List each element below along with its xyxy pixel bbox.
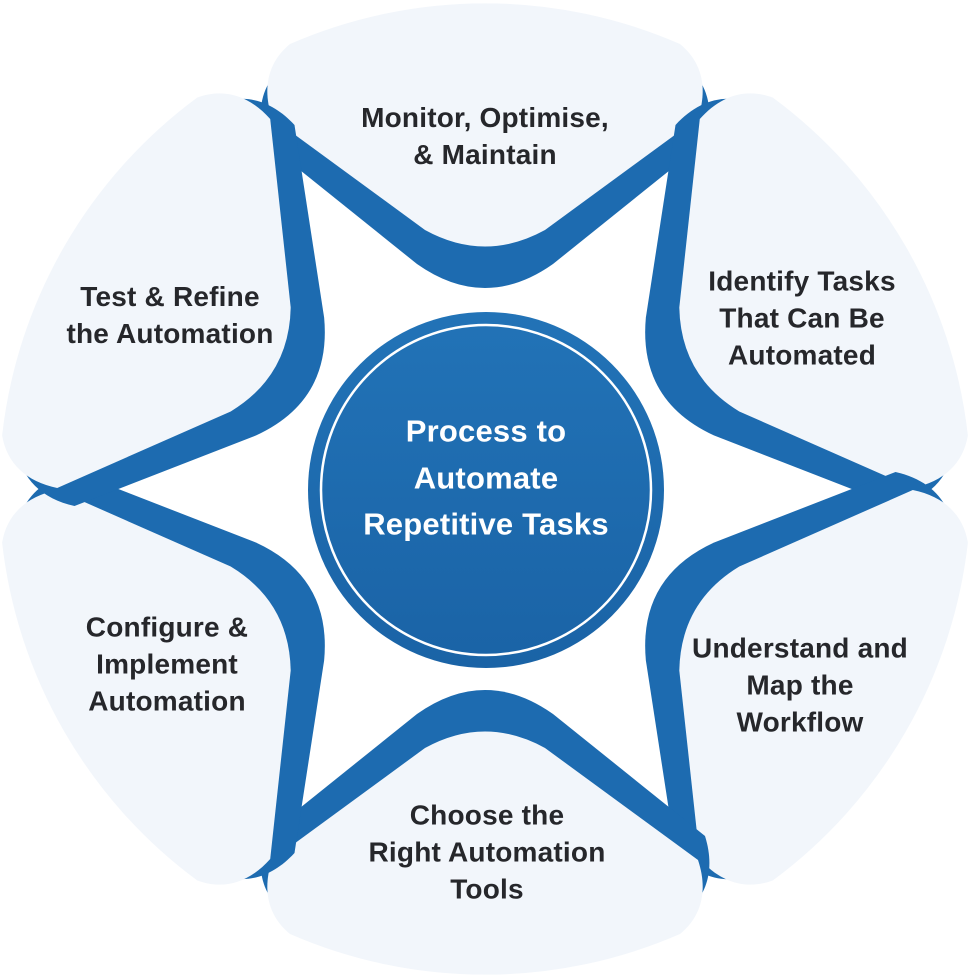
petal-label-line: Map the (746, 669, 854, 701)
center-title-line: Automate (413, 459, 559, 495)
petal-label-line: That Can Be (719, 302, 885, 334)
petal-label-line: Automation (88, 685, 246, 717)
center-circle (308, 312, 664, 668)
petal-label-line: Tools (450, 873, 524, 905)
petal-label-line: Configure & (85, 611, 249, 643)
petal-label-test-refine-automation: Test & Refine the Automation (66, 278, 273, 352)
petal-label-line: & Maintain (413, 139, 557, 170)
center-title-line: Process to (405, 413, 567, 449)
petal-label-line: the Automation (66, 318, 274, 349)
petal-label-line: Workflow (736, 706, 864, 738)
petal-label-line: Automated (727, 339, 877, 371)
petal-label-line: Monitor, Optimise, (361, 102, 609, 133)
petal-label-monitor-optimise-maintain: Monitor, Optimise, & Maintain (361, 99, 609, 173)
center-circle-ring (319, 323, 653, 657)
petal-label-line: Test & Refine (80, 281, 260, 312)
center-title-line: Repetitive Tasks (363, 506, 609, 542)
petal-label-line: Identify Tasks (708, 265, 896, 297)
center-title: Process to Automate Repetitive Tasks (363, 408, 609, 548)
petal-label-line: Right Automation (368, 836, 606, 868)
petal-label-line: Implement (96, 648, 238, 680)
petal-label-line: Understand and (692, 632, 908, 664)
petal-label-line: Choose the (409, 799, 565, 831)
